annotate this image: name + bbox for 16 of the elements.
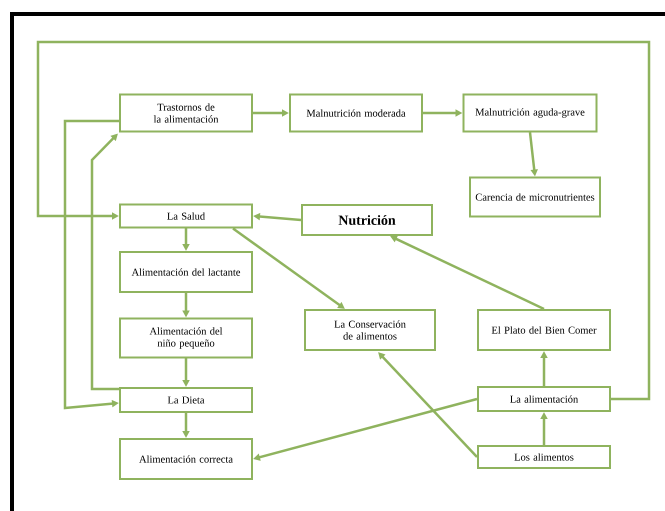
process-box: Alimentación correcta <box>119 438 253 480</box>
process-box: Los alimentos <box>477 445 611 469</box>
process-box: La Salud <box>119 204 253 228</box>
arrow <box>36 40 650 400</box>
process-box: Alimentación del niño pequeño <box>119 318 253 358</box>
process-box: Nutrición <box>301 204 433 236</box>
process-box: Malnutrición aguda-grave <box>462 94 598 132</box>
process-box: La alimentación <box>477 386 611 412</box>
process-box: Malnutrición moderada <box>289 94 423 132</box>
process-box: La Dieta <box>119 387 253 413</box>
process-box: La Conservación de alimentos <box>304 309 436 351</box>
process-box: Carencia de micronutrientes <box>469 176 601 218</box>
arrow <box>64 120 119 410</box>
process-box: Trastornos de la alimentación <box>119 94 253 132</box>
process-box: El Plato del Bien Comer <box>477 309 611 351</box>
process-box: Alimentación del lactante <box>119 251 253 293</box>
